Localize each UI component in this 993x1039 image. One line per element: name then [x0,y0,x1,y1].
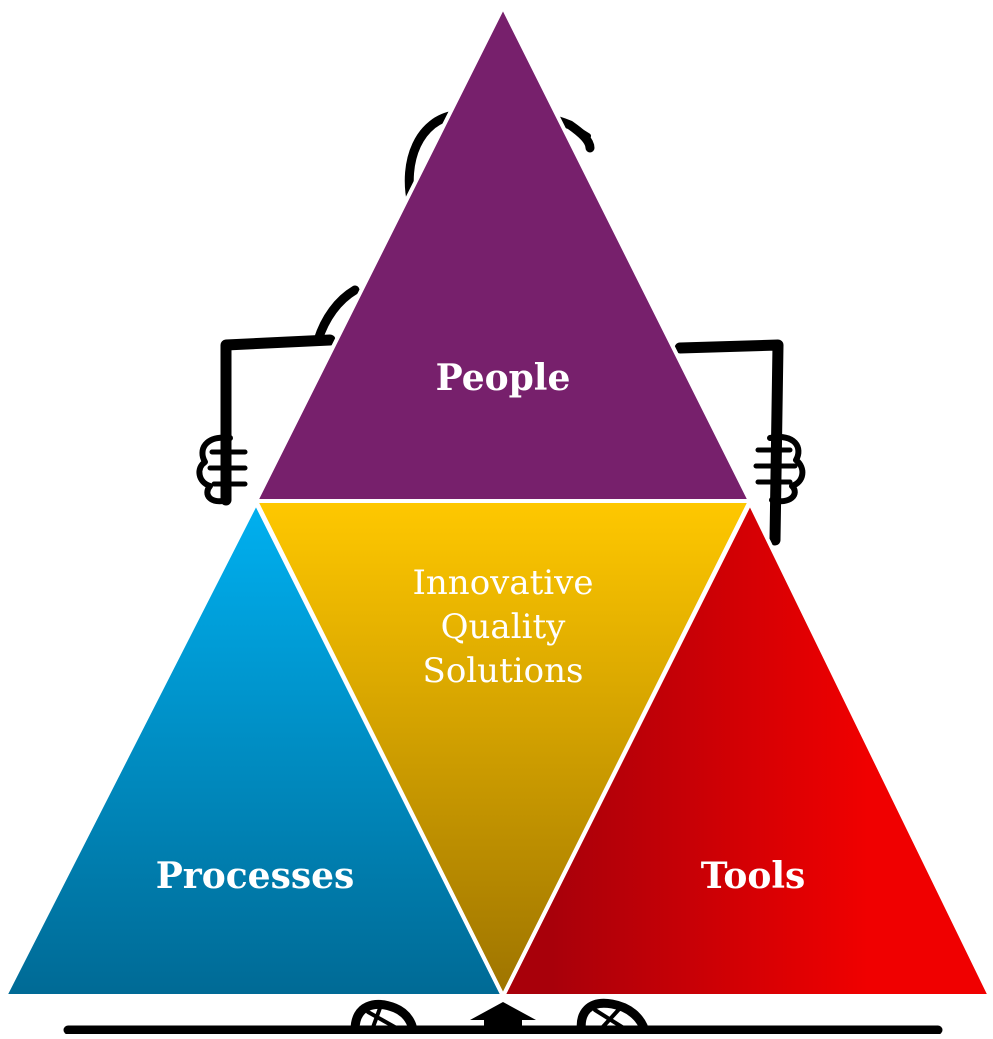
center-line-2: Quality [441,607,566,647]
center-line-3: Solutions [423,651,584,691]
up-arrow-icon [470,1002,536,1034]
people-label: People [436,357,571,399]
center-line-1: Innovative [412,563,593,603]
people-triangle [252,2,754,503]
processes-label: Processes [156,855,355,897]
tools-label: Tools [701,855,806,897]
